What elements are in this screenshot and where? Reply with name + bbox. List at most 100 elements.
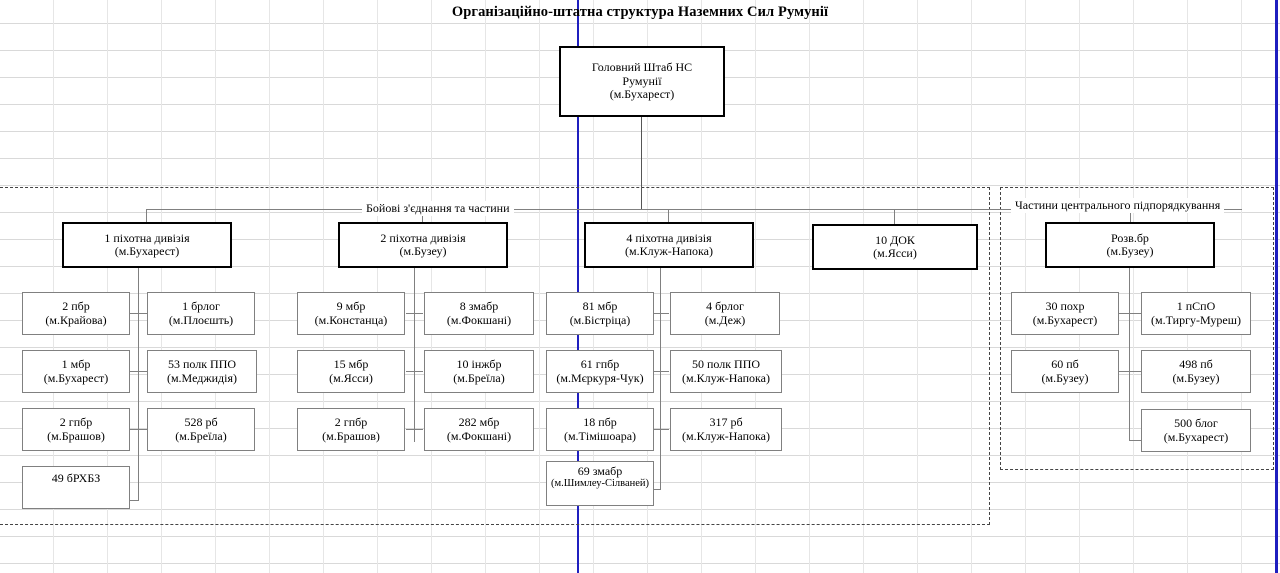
box-line: (м.Шимлеу-Сілваней) <box>550 478 650 490</box>
connector-drop-div1 <box>146 209 147 223</box>
box-division-1-header[interactable]: 1 піхотна дивізія (м.Бухарест) <box>62 222 232 268</box>
box-div2-right-3[interactable]: 282 мбр (м.Фокшані) <box>424 408 534 451</box>
box-line: 10 ДОК <box>875 232 915 247</box>
connector-spine-div1 <box>138 268 139 500</box>
box-line: 1 пСпО <box>1176 299 1216 314</box>
box-line: (м.Деж) <box>704 312 746 327</box>
box-line: Румунії <box>622 73 662 88</box>
box-line: 53 полк ППО <box>167 357 237 372</box>
box-line: Головний Штаб НС <box>591 60 693 75</box>
box-line: 10 інжбр <box>456 357 502 372</box>
panel-combat-units <box>0 187 990 525</box>
box-line: Розв.бр <box>1111 230 1149 245</box>
box-line: (м.Бухарест) <box>43 370 109 385</box>
box-line: (м.Бухарест) <box>609 87 675 102</box>
connector-spine-div2 <box>414 268 415 442</box>
page-break-line-right <box>1275 0 1278 573</box>
box-line: (м.Бузеу) <box>1172 370 1220 385</box>
box-central-left-1[interactable]: 30 похр (м.Бухарест) <box>1011 292 1119 335</box>
box-div4-left-1[interactable]: 81 мбр (м.Бістріца) <box>546 292 654 335</box>
connector-rung-div1-4 <box>130 500 139 501</box>
connector-main-bus <box>146 209 1242 210</box>
box-line: (м.Меджидія) <box>166 370 238 385</box>
box-line: (м.Клуж-Напока) <box>625 244 713 258</box>
box-line: 30 похр <box>1045 299 1085 314</box>
connector-spine-central <box>1129 268 1130 440</box>
box-line: 81 мбр <box>582 299 618 314</box>
box-line: 15 мбр <box>333 357 369 372</box>
box-line: (м.Крайова) <box>45 312 107 327</box>
box-line: 2 гпбр <box>59 415 93 430</box>
box-line: (м.Бухарест) <box>1163 429 1229 444</box>
box-line: 2 пбр <box>62 299 90 314</box>
box-line: (м.Бухарест) <box>114 244 180 258</box>
box-line: 60 пб <box>1051 357 1079 372</box>
box-line: 2 піхотна дивізія <box>380 230 466 245</box>
box-line: (м.Бреїла) <box>453 370 505 385</box>
box-div1-left-1[interactable]: 2 пбр (м.Крайова) <box>22 292 130 335</box>
box-div4-left-3[interactable]: 18 пбр (м.Тімішоара) <box>546 408 654 451</box>
box-div1-left-3[interactable]: 2 гпбр (м.Брашов) <box>22 408 130 451</box>
box-line: 50 полк ППО <box>691 357 761 372</box>
connector-rung-div2-2 <box>406 371 423 372</box>
connector-root-stem <box>641 117 642 210</box>
box-div4-left-4[interactable]: 69 змабр (м.Шимлеу-Сілваней) <box>546 461 654 506</box>
box-10-dok-header[interactable]: 10 ДОК (м.Ясси) <box>812 224 978 270</box>
box-line: 500 блог <box>1174 416 1218 431</box>
box-div2-left-2[interactable]: 15 мбр (м.Ясси) <box>297 350 405 393</box>
box-line: (м.Бреїла) <box>175 428 227 443</box>
box-line: 317 рб <box>709 415 743 430</box>
box-div4-right-1[interactable]: 4 брлог (м.Деж) <box>670 292 780 335</box>
box-division-2-header[interactable]: 2 піхотна дивізія (м.Бузеу) <box>338 222 508 268</box>
box-div4-right-2[interactable]: 50 полк ППО (м.Клуж-Напока) <box>670 350 782 393</box>
box-div2-left-3[interactable]: 2 гпбр (м.Брашов) <box>297 408 405 451</box>
box-line: 1 брлог <box>182 299 220 314</box>
page-title: Організаційно-штатна структура Наземних … <box>451 4 829 20</box>
box-line: (м.Плоєшть) <box>168 312 234 327</box>
connector-rung-central-1 <box>1119 313 1141 314</box>
box-line: (м.Брашов) <box>47 428 105 443</box>
panel-central-subordination-units <box>1000 187 1274 470</box>
box-central-right-1[interactable]: 1 пСпО (м.Тиргу-Муреш) <box>1141 292 1251 335</box>
box-line: 528 рб <box>184 415 218 430</box>
box-line: 9 мбр <box>336 299 366 314</box>
connector-drop-div4 <box>668 209 669 223</box>
box-line: (м.Клуж-Напока) <box>682 370 770 385</box>
box-division-4-header[interactable]: 4 піхотна дивізія (м.Клуж-Напока) <box>584 222 754 268</box>
box-div1-right-3[interactable]: 528 рб (м.Бреїла) <box>147 408 255 451</box>
box-div1-left-4[interactable]: 49 бРХБЗ <box>22 466 130 509</box>
box-central-right-3[interactable]: 500 блог (м.Бухарест) <box>1141 409 1251 452</box>
box-line: (м.Констанца) <box>314 312 388 327</box>
box-line: (м.Тімішоара) <box>563 428 637 443</box>
box-div1-right-2[interactable]: 53 полк ППО (м.Меджидія) <box>147 350 257 393</box>
box-line: (м.Бузеу) <box>1106 244 1154 258</box>
box-div2-right-2[interactable]: 10 інжбр (м.Бреїла) <box>424 350 534 393</box>
box-recon-brigade-header[interactable]: Розв.бр (м.Бузеу) <box>1045 222 1215 268</box>
box-line: (м.Тиргу-Муреш) <box>1151 312 1241 327</box>
box-line: 8 змабр <box>459 299 499 314</box>
box-line: (м.Мєркуря-Чук) <box>556 370 644 385</box>
box-line: (м.Клуж-Напока) <box>682 428 770 443</box>
box-div2-left-1[interactable]: 9 мбр (м.Констанца) <box>297 292 405 335</box>
box-div1-right-1[interactable]: 1 брлог (м.Плоєшть) <box>147 292 255 335</box>
box-div2-right-1[interactable]: 8 змабр (м.Фокшані) <box>424 292 534 335</box>
connector-rung-div4-1 <box>652 313 669 314</box>
box-line: (м.Фокшані) <box>446 428 512 443</box>
box-div4-left-2[interactable]: 61 гпбр (м.Мєркуря-Чук) <box>546 350 654 393</box>
box-line: (м.Брашов) <box>322 428 380 443</box>
connector-drop-central <box>1130 209 1131 223</box>
box-div4-right-3[interactable]: 317 рб (м.Клуж-Напока) <box>670 408 782 451</box>
box-central-right-2[interactable]: 498 пб (м.Бузеу) <box>1141 350 1251 393</box>
connector-rung-central-3 <box>1129 440 1141 441</box>
connector-rung-div1-3 <box>130 429 147 430</box>
connector-rung-div2-3 <box>406 429 423 430</box>
box-line: 69 змабр <box>577 464 623 478</box>
box-central-left-2[interactable]: 60 пб (м.Бузеу) <box>1011 350 1119 393</box>
box-hq-main-staff[interactable]: Головний Штаб НС Румунії (м.Бухарест) <box>559 46 725 117</box>
connector-rung-div1-2 <box>130 371 147 372</box>
box-div1-left-2[interactable]: 1 мбр (м.Бухарест) <box>22 350 130 393</box>
box-line: 4 брлог <box>706 299 744 314</box>
box-line: 4 піхотна дивізія <box>626 230 712 245</box>
connector-rung-div4-3 <box>652 429 669 430</box>
